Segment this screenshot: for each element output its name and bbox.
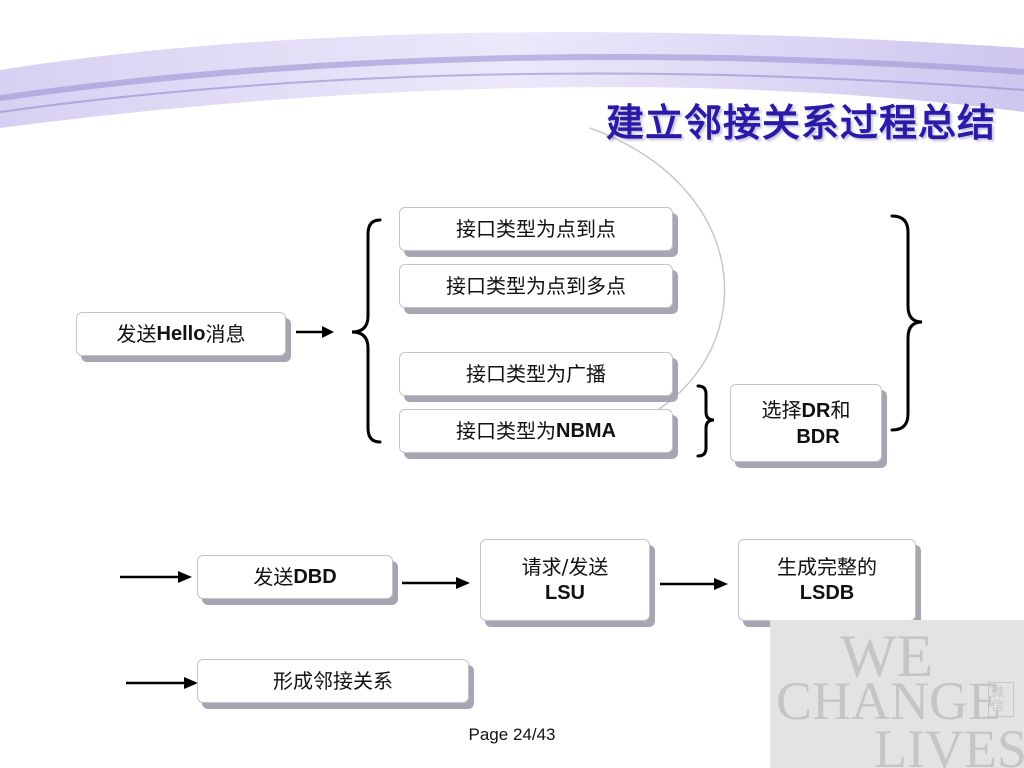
decorative-arc [589,127,726,421]
request-lsu-line1: 请求/发送 [521,555,609,579]
send-hello-latin: Hello [156,323,206,345]
generate-lsdb-box: 生成完整的 LSDB [738,539,916,621]
nbma-latin: NBMA [556,420,616,442]
request-lsu-line2: LSU [545,582,585,604]
arrowhead [714,578,728,590]
send-dbd-prefix: 发送 [253,565,294,589]
header-band [0,32,1024,128]
p2mp-label: 接口类型为点到多点 [446,274,626,298]
broadcast-label: 接口类型为广播 [466,362,606,386]
right-brace-select-dr [890,214,923,432]
arrowhead [456,577,470,589]
select-dr-box: 选择DR和 BDR [730,384,882,462]
select-dr-suffix: 和 [830,397,851,422]
send-hello-prefix: 发送 [116,322,157,346]
watermark-line2: CHANGE [776,671,1001,731]
p2p-box: 接口类型为点到点 [399,207,673,251]
header-band-stripe [0,54,1024,101]
p2mp-box: 接口类型为点到多点 [399,264,673,308]
send-dbd-latin: DBD [293,566,337,588]
select-dr-line2: BDR [796,425,840,448]
p2p-label: 接口类型为点到点 [456,217,616,241]
generate-lsdb-line2: LSDB [799,582,855,604]
request-lsu-box: 请求/发送 LSU [480,539,650,621]
watermark-line3: LIVES [874,719,1024,768]
page-number: Page 24/43 [468,725,556,744]
nbma-prefix: 接口类型为 [456,419,556,443]
arrowhead [178,571,192,583]
select-dr-line1: 选择DR和 [762,397,851,424]
watermark-line1: WE [840,623,934,689]
select-dr-latin: DR [801,399,831,422]
arrowhead [322,326,334,338]
broadcast-box: 接口类型为广播 [399,352,673,396]
brace-broadcast-nbma [696,384,715,458]
form-adjacency-label: 形成邻接关系 [273,669,393,693]
watermark-seal: 微信 [988,682,1014,717]
slide-title: 建立邻接关系过程总结 [605,100,996,145]
header-band-edge [0,72,1024,113]
send-hello-suffix: 消息 [205,322,246,346]
left-brace-interface-types [351,218,382,444]
watermark: WE CHANGE LIVES 微信 [770,620,1024,768]
generate-lsdb-line1: 生成完整的 [777,555,877,579]
arrowhead [184,677,198,689]
select-dr-prefix: 选择 [761,397,802,422]
form-adjacency-box: 形成邻接关系 [197,659,469,703]
